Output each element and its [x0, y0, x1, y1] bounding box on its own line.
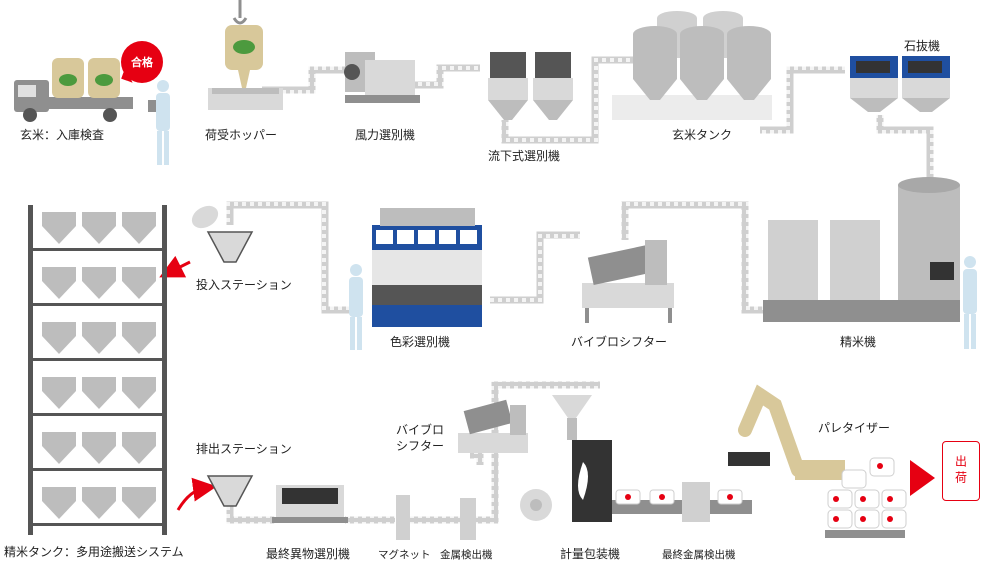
destoner-label: 石抜機 — [904, 39, 941, 53]
conveyor-lines — [226, 56, 934, 524]
magnet-illustration — [396, 495, 410, 540]
output-station-illustration — [176, 475, 254, 511]
metal-detector-label: 金属検出機 — [440, 549, 493, 561]
vibro-sifter-2-label-line1: バイブロ — [396, 423, 445, 437]
flow-separator-label: 流下式選別機 — [488, 149, 561, 163]
destoner-illustration — [850, 56, 950, 112]
vibro-sifter-2-illustration — [458, 399, 528, 453]
palletizer-illustration — [728, 384, 935, 538]
rice-polisher-illustration — [763, 177, 960, 322]
polisher-label: 精米機 — [840, 335, 877, 349]
vibro-sifter-label: バイブロシフター — [571, 335, 668, 349]
final-metal-detector-label: 最終金属検出機 — [662, 549, 736, 561]
inspector-worker-icon — [148, 80, 170, 165]
color-sorter-label: 色彩選別機 — [390, 335, 451, 349]
truck-illustration — [14, 58, 133, 122]
metal-detector-illustration — [460, 498, 476, 540]
final-metal-detector-illustration — [612, 482, 752, 522]
shipping-box: 出荷 — [942, 441, 980, 501]
receiving-hopper-illustration — [208, 0, 283, 110]
wind-separator-label: 風力選別機 — [355, 128, 416, 142]
vibro-sifter-2-label-line2: シフター — [396, 439, 445, 453]
color-sorter-illustration — [372, 208, 482, 327]
output-station-label: 排出ステーション — [196, 442, 292, 456]
input-station-label: 投入ステーション — [196, 278, 292, 292]
weigh-pack-label: 計量包装機 — [560, 547, 621, 561]
polisher-operator-worker-icon — [963, 256, 977, 349]
inspection-pass-badge: 合格 — [121, 41, 163, 83]
flow-separator-illustration — [488, 52, 573, 120]
palletizer-label: パレタイザー — [818, 421, 891, 435]
weigh-pack-machine-illustration — [520, 395, 612, 522]
final-foreign-sorter-label: 最終異物選別機 — [266, 547, 351, 561]
polished-rice-tank-label: 精米タンク：多用途搬送システム — [4, 545, 184, 559]
hopper-label: 荷受ホッパー — [205, 128, 278, 142]
input-station-illustration — [159, 205, 254, 278]
magnet-label: マグネット — [378, 549, 431, 561]
vibro-sifter-illustration — [582, 240, 674, 323]
color-sorter-operator-worker-icon — [349, 264, 363, 350]
polished-rice-tank-rack-illustration — [28, 205, 167, 535]
brown-rice-tank-illustration — [612, 11, 772, 120]
wind-separator-illustration — [344, 52, 420, 103]
brown-rice-tank-label: 玄米タンク — [672, 128, 733, 142]
inspection-label: 玄米：入庫検査 — [20, 128, 105, 142]
final-foreign-sorter-illustration — [272, 485, 348, 523]
